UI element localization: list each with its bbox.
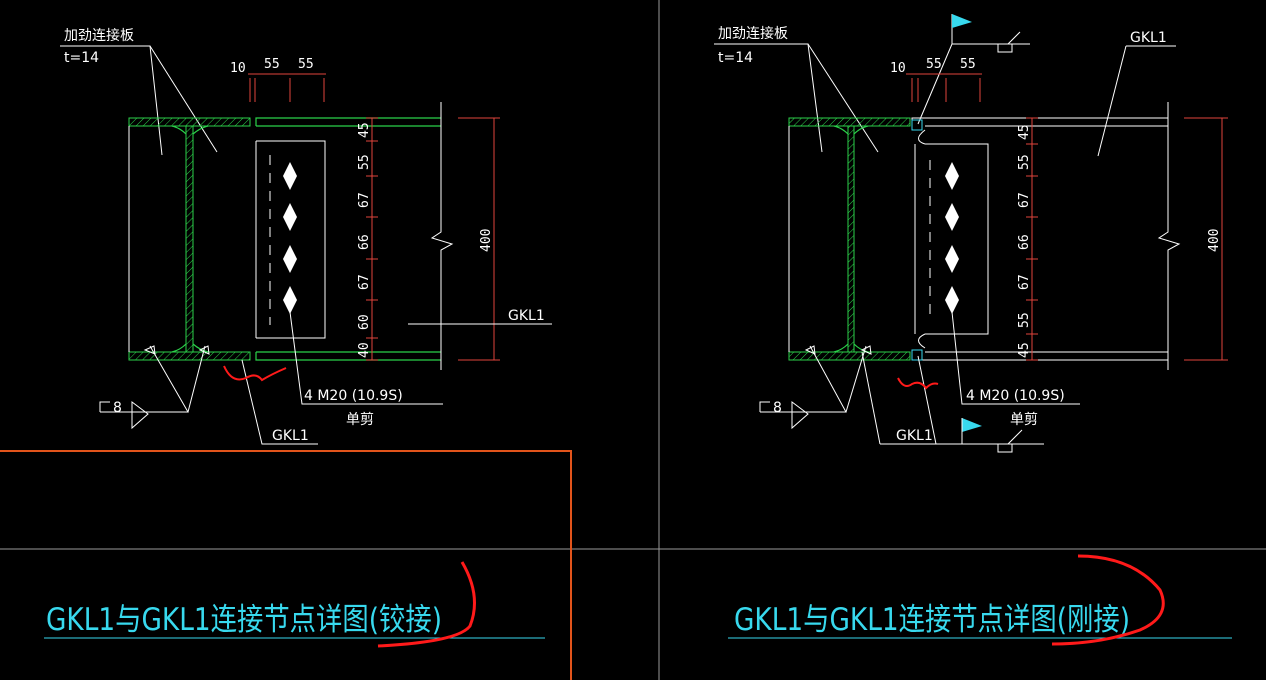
right-top-dimension: 10 55 55 <box>890 57 982 102</box>
right-weld-size: 8 <box>773 400 782 416</box>
right-sdim-4: 66 <box>1017 234 1032 250</box>
left-plate-label: 加劲连接板 <box>64 27 134 44</box>
left-plate-thickness: t=14 <box>64 50 99 66</box>
right-sdim-3: 67 <box>1017 192 1032 208</box>
left-sdim-6: 60 <box>357 314 372 330</box>
left-weld-size: 8 <box>113 400 122 416</box>
left-depth-400: 400 <box>479 229 494 252</box>
left-title: GKL1与GKL1连接节点详图(铰接) <box>46 602 442 638</box>
right-beam-label-bottom: GKL1 <box>896 428 933 444</box>
left-dim-55b: 55 <box>298 57 314 72</box>
left-detail: 加劲连接板 t=14 10 55 55 <box>44 27 552 648</box>
right-sdim-6: 55 <box>1017 312 1032 328</box>
right-bolts <box>929 160 959 322</box>
left-bolt-note: 单剪 <box>346 412 374 428</box>
right-sdim-2: 55 <box>1017 154 1032 170</box>
left-title-red-markup <box>377 561 476 648</box>
left-beam-label-right: GKL1 <box>508 308 545 324</box>
left-sdim-2: 55 <box>357 154 372 170</box>
right-dim-55a: 55 <box>926 57 942 72</box>
right-side-dimension: 45 55 67 66 67 55 45 400 <box>1017 117 1228 361</box>
right-title: GKL1与GKL1连接节点详图(刚接) <box>734 602 1130 638</box>
left-weld-symbol: 8 <box>99 345 210 430</box>
right-beam-gkl1 <box>911 102 1181 370</box>
left-side-dimension: 45 55 67 66 67 60 40 400 <box>357 117 500 361</box>
right-red-markup <box>897 377 939 390</box>
left-red-markup <box>223 365 287 382</box>
right-h-section <box>788 117 911 361</box>
right-detail: 加劲连接板 t=14 10 55 55 <box>714 14 1232 646</box>
right-sdim-5: 67 <box>1017 274 1032 290</box>
left-sdim-5: 67 <box>357 274 372 290</box>
right-plate-label: 加劲连接板 <box>718 25 788 42</box>
right-weld-symbol: 8 <box>759 345 872 430</box>
left-bolts <box>269 155 297 325</box>
right-depth-400: 400 <box>1207 229 1222 252</box>
right-bolt-note: 单剪 <box>1010 412 1038 428</box>
right-dim-10: 10 <box>890 61 906 76</box>
left-beam-gkl1 <box>255 102 454 370</box>
right-sdim-7: 45 <box>1017 342 1032 358</box>
right-beam-label-top: GKL1 <box>1130 30 1167 46</box>
left-dim-55a: 55 <box>264 57 280 72</box>
right-sdim-1: 45 <box>1017 124 1032 140</box>
left-beam-label-bottom: GKL1 <box>272 428 309 444</box>
left-top-dimension: 10 55 55 <box>230 57 326 102</box>
right-plate-thickness: t=14 <box>718 50 753 66</box>
left-h-section <box>128 117 251 361</box>
selection-frame-orange <box>0 450 572 680</box>
left-sdim-3: 67 <box>357 192 372 208</box>
left-dim-10: 10 <box>230 61 246 76</box>
left-sdim-1: 45 <box>357 122 372 138</box>
left-bolt-spec: 4 M20 (10.9S) <box>304 388 403 404</box>
left-sdim-4: 66 <box>357 234 372 250</box>
right-bolt-spec: 4 M20 (10.9S) <box>966 388 1065 404</box>
right-dim-55b: 55 <box>960 57 976 72</box>
right-title-red-markup <box>1051 554 1165 646</box>
left-sdim-7: 40 <box>357 342 372 358</box>
